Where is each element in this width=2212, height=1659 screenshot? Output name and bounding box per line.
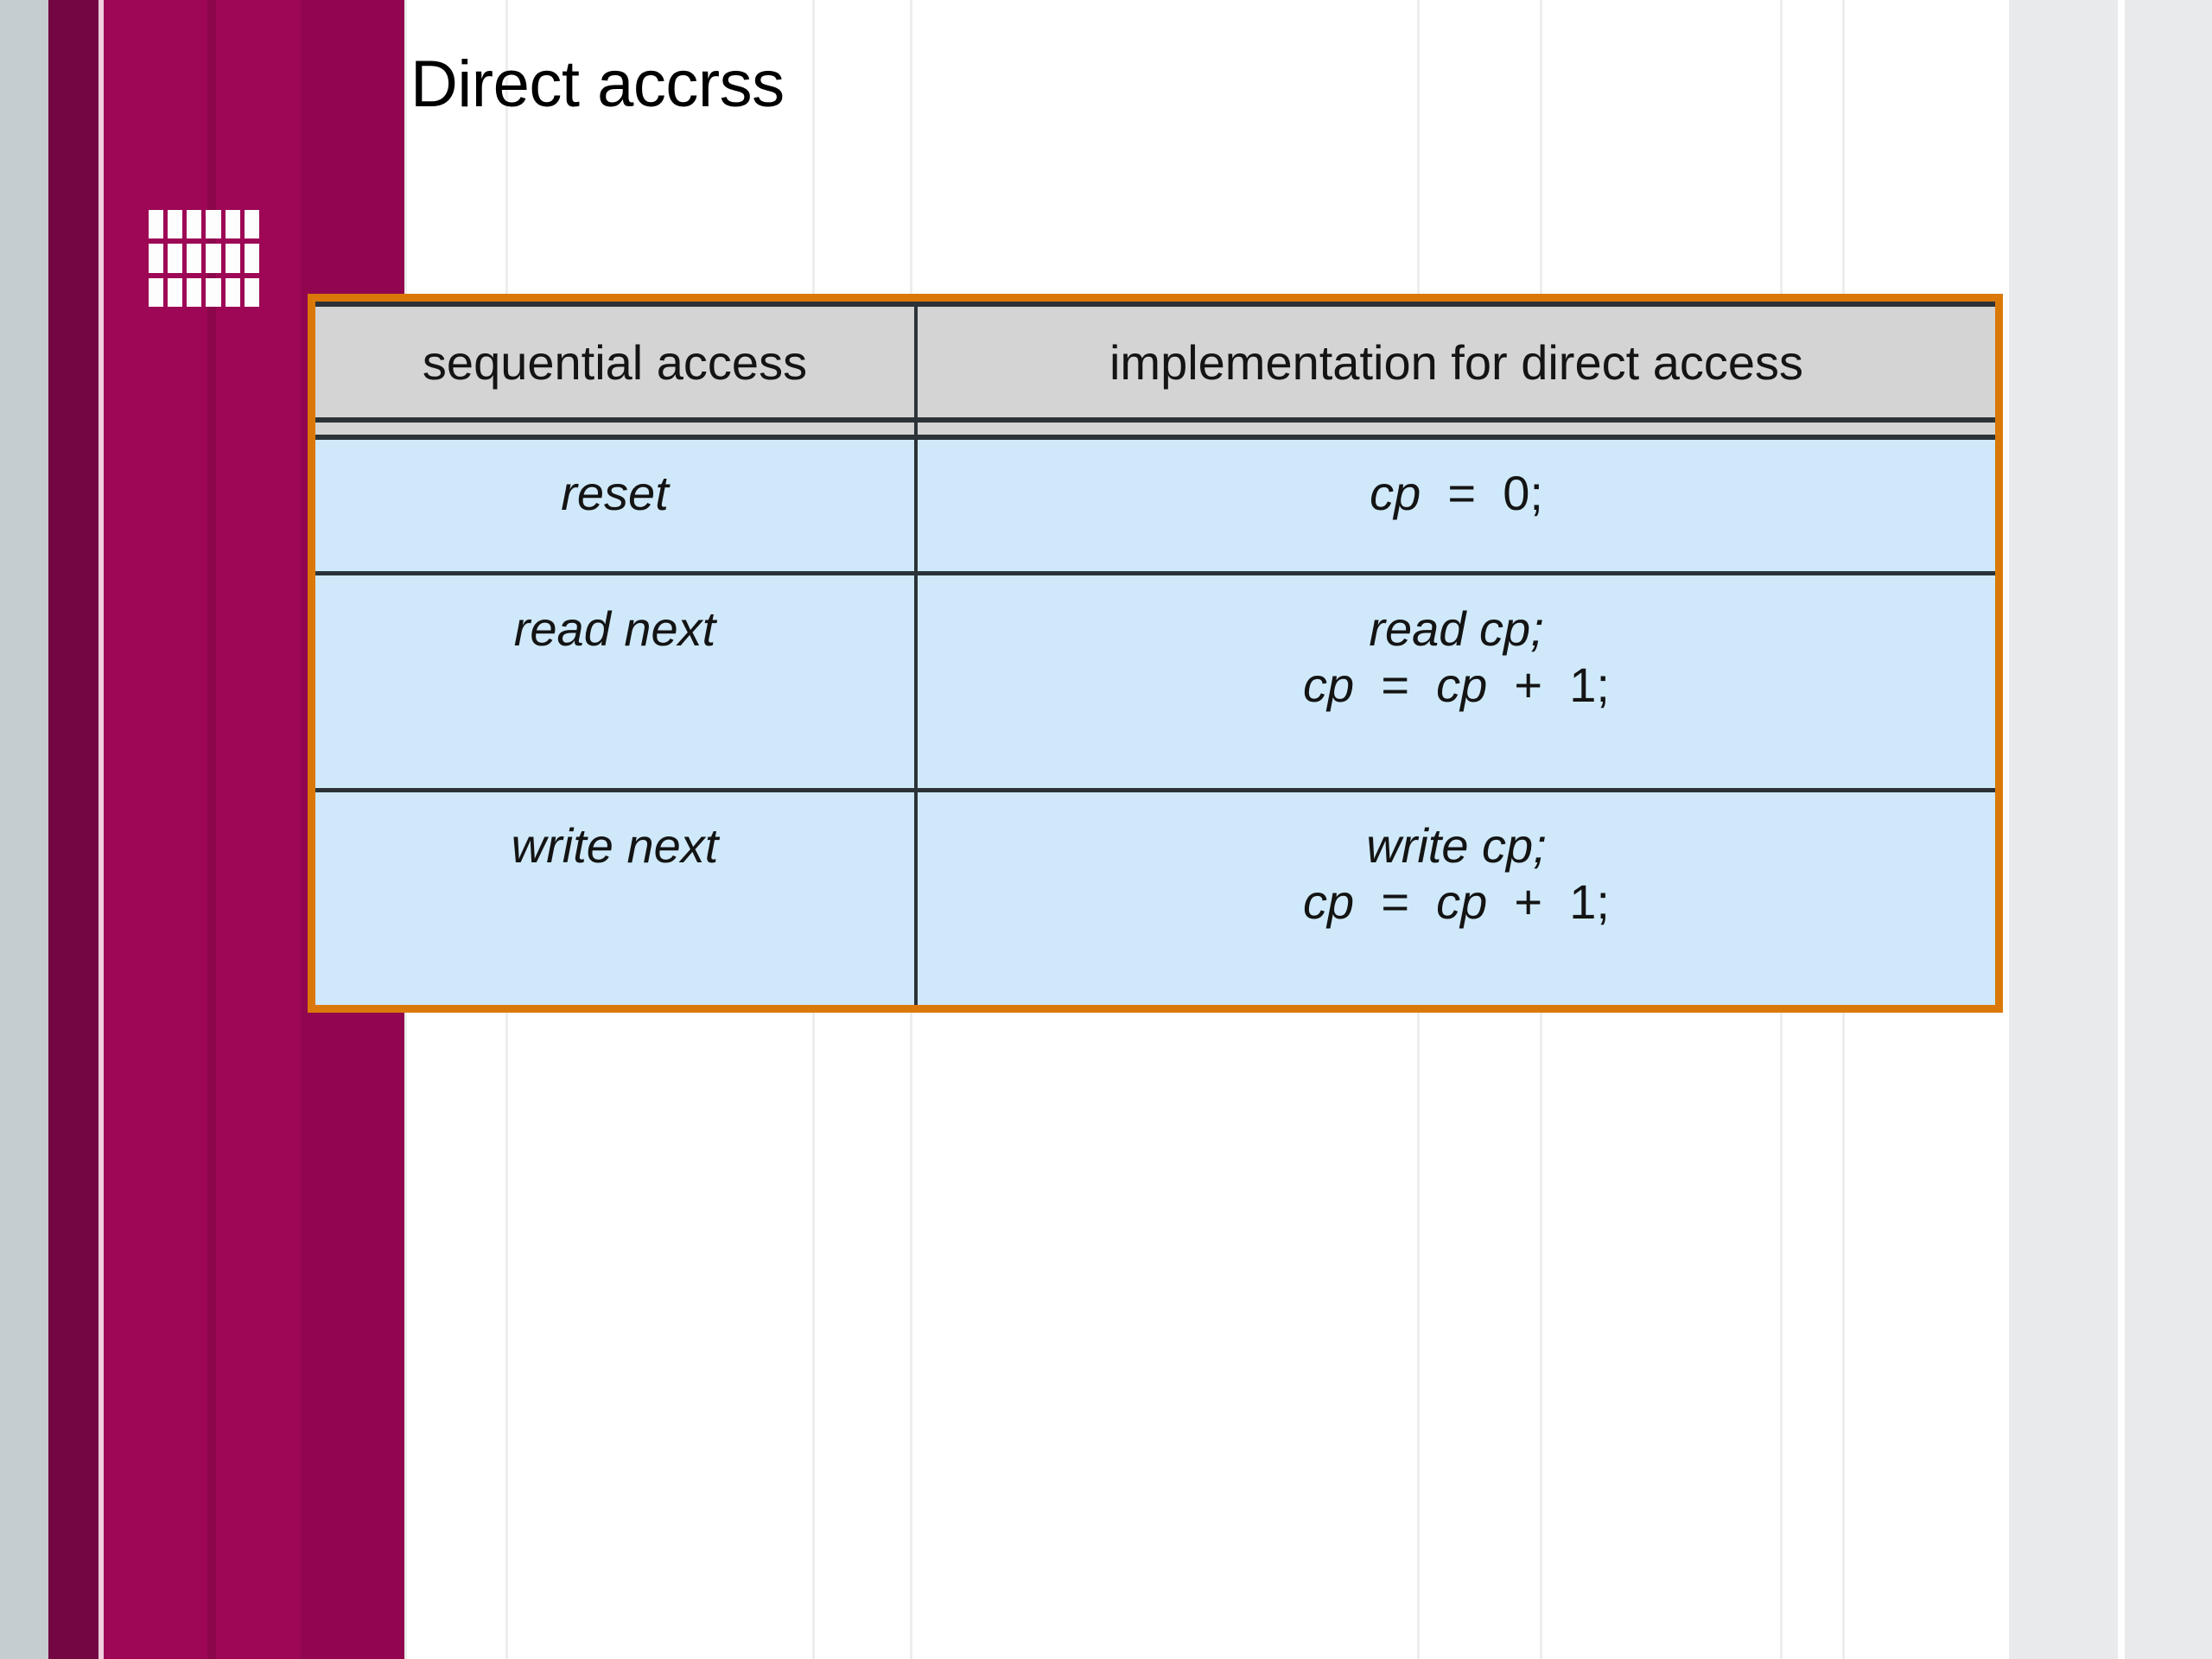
window-grid-icon-cell xyxy=(225,244,240,273)
direct-access-table-figure: sequential access implementation for dir… xyxy=(308,294,2003,1013)
cell-text: cp = 0; xyxy=(1370,466,1543,520)
cell-text: read next xyxy=(513,601,716,656)
sidebar-outer-edge xyxy=(0,0,48,1659)
window-grid-icon-cell xyxy=(206,210,221,239)
window-grid-icon-cell xyxy=(187,244,202,273)
window-grid-icon-cell xyxy=(244,277,259,307)
header-underrule-right xyxy=(916,420,1995,440)
window-grid-icon-cell xyxy=(225,210,240,239)
sidebar-shade-left xyxy=(207,0,216,1659)
background-band-right xyxy=(2009,0,2118,1659)
cell-text-line2: cp = cp + 1; xyxy=(1303,657,1610,712)
window-grid-icon xyxy=(149,210,259,307)
window-grid-icon-cell xyxy=(149,210,164,239)
table-row: write next write cp; cp = cp + 1; xyxy=(315,790,1995,1005)
window-grid-icon-cell xyxy=(149,277,164,307)
header-underrule-left xyxy=(315,420,918,440)
table-header-row: sequential access implementation for dir… xyxy=(315,302,1995,423)
window-grid-icon-cell xyxy=(168,210,183,239)
window-grid-icon-cell xyxy=(244,244,259,273)
cell-text-line1: read cp; xyxy=(1369,601,1544,656)
cell-sequential-reset: reset xyxy=(315,437,918,575)
background-band-far-right xyxy=(2125,0,2212,1659)
cell-implementation-reset: cp = 0; xyxy=(916,437,1995,575)
window-grid-icon-cell xyxy=(206,277,221,307)
column-header-implementation-for-direct-access: implementation for direct access xyxy=(916,302,1995,423)
window-grid-icon-cell xyxy=(225,277,240,307)
window-grid-icon-cell xyxy=(168,244,183,273)
window-grid-icon-cell xyxy=(244,210,259,239)
window-grid-icon-cell xyxy=(149,244,164,273)
table-header-underrule xyxy=(315,420,1995,440)
cell-text: write next xyxy=(511,818,719,873)
cell-text: reset xyxy=(561,466,669,520)
cell-implementation-read-next: read cp; cp = cp + 1; xyxy=(916,573,1995,792)
window-grid-icon-cell xyxy=(168,277,183,307)
cell-text-line2: cp = cp + 1; xyxy=(1303,874,1610,929)
direct-access-table: sequential access implementation for dir… xyxy=(315,302,1995,1005)
cell-text-line1: write cp; xyxy=(1366,818,1547,873)
cell-implementation-write-next: write cp; cp = cp + 1; xyxy=(916,790,1995,1005)
table-row: reset cp = 0; xyxy=(315,437,1995,575)
sidebar-dark-stripe xyxy=(48,0,99,1659)
window-grid-icon-cell xyxy=(187,210,202,239)
column-header-sequential-access: sequential access xyxy=(315,302,918,423)
window-grid-icon-cell xyxy=(187,277,202,307)
window-grid-icon-cell xyxy=(206,244,221,273)
table-row: read next read cp; cp = cp + 1; xyxy=(315,573,1995,792)
cell-sequential-read-next: read next xyxy=(315,573,918,792)
cell-sequential-write-next: write next xyxy=(315,790,918,1005)
sidebar-highlight-line xyxy=(99,0,104,1659)
page-title: Direct accrss xyxy=(410,48,785,121)
